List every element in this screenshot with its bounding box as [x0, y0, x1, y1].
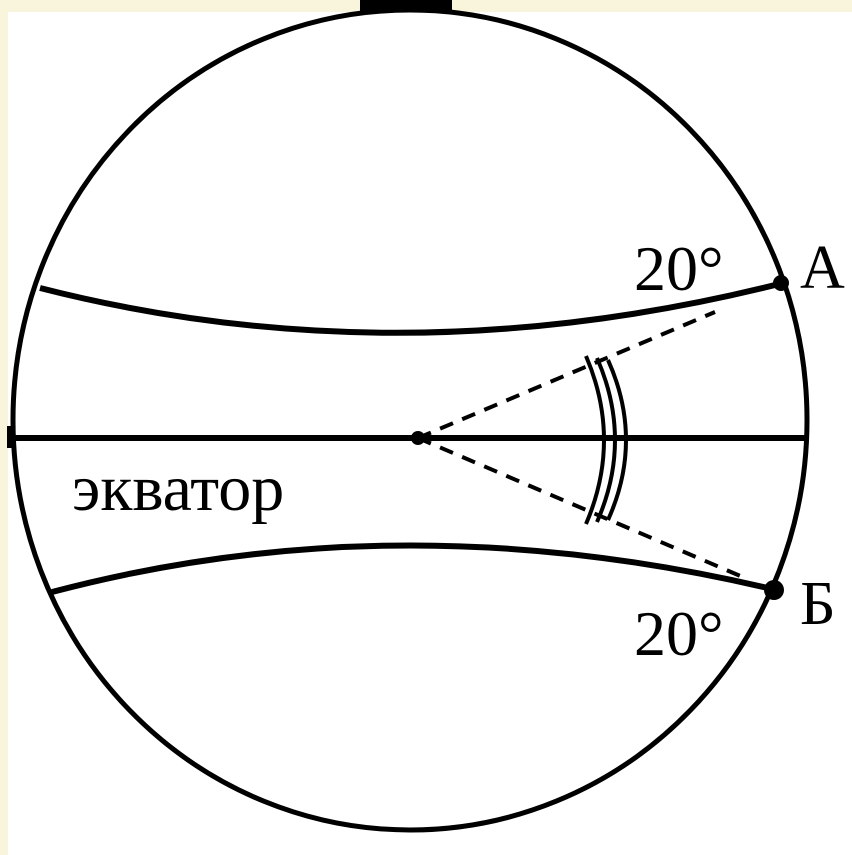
- radius-to-b: [417, 436, 746, 580]
- angle-arc-marks: [584, 355, 628, 525]
- point-b-dot: [764, 580, 784, 600]
- angle-north-label: 20°: [634, 233, 724, 304]
- point-a-dot: [773, 275, 789, 291]
- equator-label: экватор: [72, 452, 284, 525]
- angle-south-label: 20°: [634, 598, 724, 669]
- radius-to-a: [417, 310, 716, 440]
- parallel-south: [51, 542, 777, 595]
- center-point: [411, 431, 425, 445]
- point-a-label: А: [800, 234, 845, 302]
- point-b-label: Б: [800, 570, 836, 638]
- globe-outline: [10, 7, 810, 833]
- parallel-north: [39, 280, 784, 336]
